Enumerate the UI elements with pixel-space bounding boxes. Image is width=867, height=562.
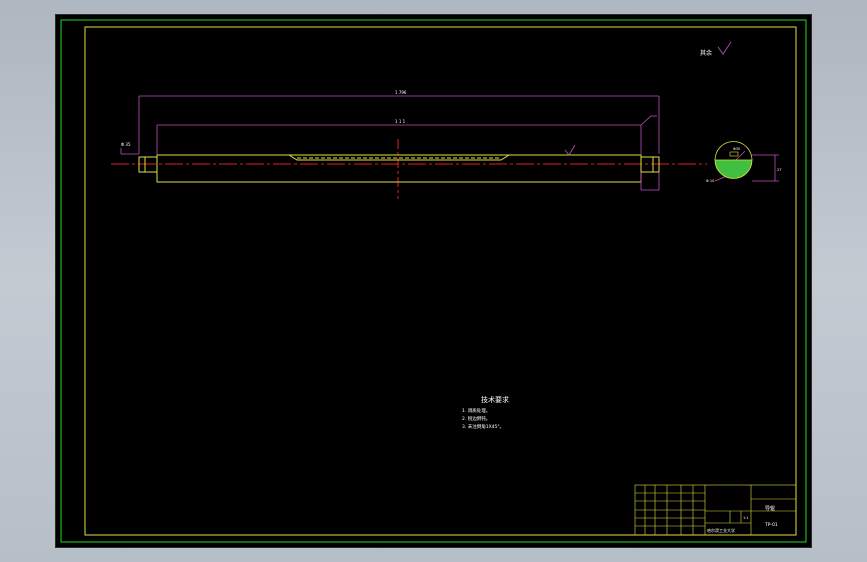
title-block (634, 484, 797, 536)
title-scale: 1:1 (743, 516, 749, 520)
technical-notes: 技术要求 1. 调质处理。 2. 锐边倒钝。 3. 未注倒角1X45°。 (462, 395, 509, 430)
shaft (138, 154, 660, 183)
notes-title: 技术要求 (481, 395, 509, 404)
dim-section-depth: 27 (777, 168, 781, 172)
dim-section-dia: Φ30 (733, 147, 740, 151)
note-1: 1. 调质处理。 (462, 407, 490, 414)
drawing-border (84, 26, 797, 536)
title-unit: 哈尔滨工业大学 (707, 527, 735, 533)
note-3: 3. 未注倒角1X45°。 (462, 423, 504, 430)
cross-section (714, 141, 753, 179)
roughness-symbol (564, 41, 732, 156)
title-drawing-no: TP-01 (764, 522, 778, 528)
dim-left-end: Φ 35 (121, 142, 131, 147)
cad-viewport[interactable]: 1 796 1 1 1 Φ 35 其余 Φ30 27 Φ 10 技术要求 1. … (55, 14, 812, 548)
dim-section-width: Φ 10 (706, 179, 714, 183)
dimensions (120, 95, 779, 191)
dim-overall: 1 796 (395, 90, 407, 95)
dim-mid: 1 1 1 (395, 119, 406, 124)
surface-symbol-text: 其余 (700, 49, 712, 57)
title-name: 导辊 (765, 505, 775, 512)
outer-frame (60, 19, 807, 543)
note-2: 2. 锐边倒钝。 (462, 415, 490, 422)
